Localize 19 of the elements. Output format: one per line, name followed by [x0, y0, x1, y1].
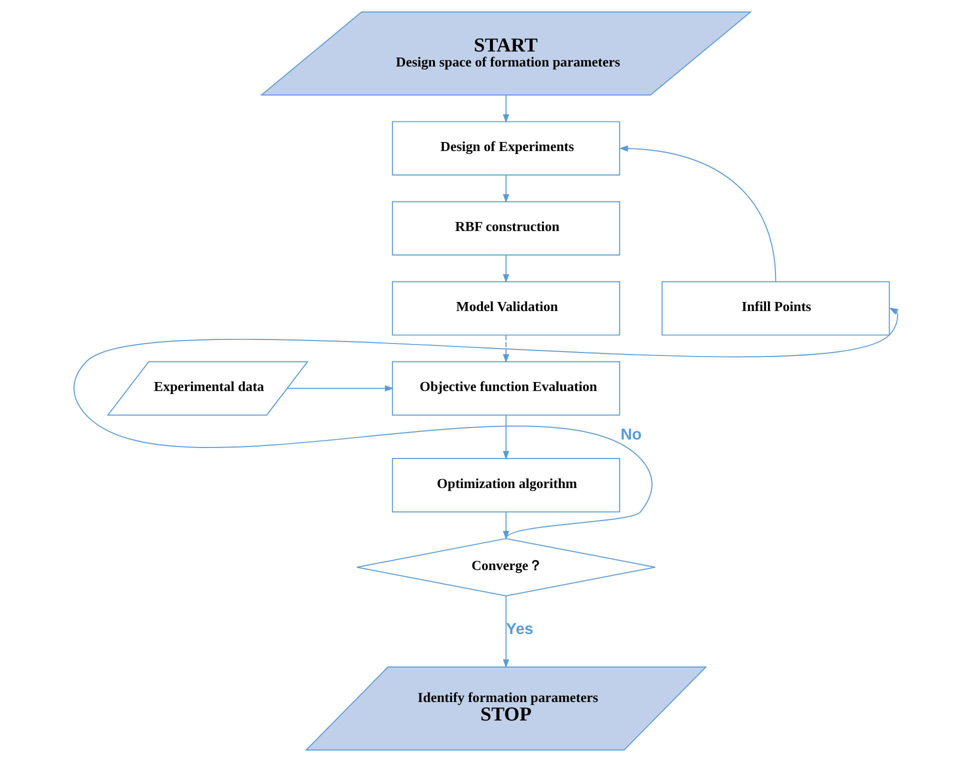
arrow [618, 145, 776, 282]
edge-label: Yes [506, 621, 533, 638]
node-box: Infill Points [661, 281, 890, 336]
arrow [502, 414, 509, 460]
node-box: Optimization algorithm [391, 458, 620, 512]
node-box: RBF construction [391, 201, 620, 256]
arrow [502, 596, 509, 668]
arrow [502, 94, 509, 124]
arrow [502, 174, 509, 204]
node-box: Model Validation [391, 281, 620, 336]
arrow [502, 511, 509, 540]
arrow [286, 385, 394, 392]
node-box: Design of Experiments [391, 121, 620, 176]
arrow [72, 308, 898, 540]
arrow [502, 334, 509, 364]
node-diamond: Converge？ [356, 538, 656, 596]
node-box: Objective function Evaluation [391, 361, 620, 416]
edge-label: No [620, 426, 642, 444]
arrow [502, 254, 509, 284]
